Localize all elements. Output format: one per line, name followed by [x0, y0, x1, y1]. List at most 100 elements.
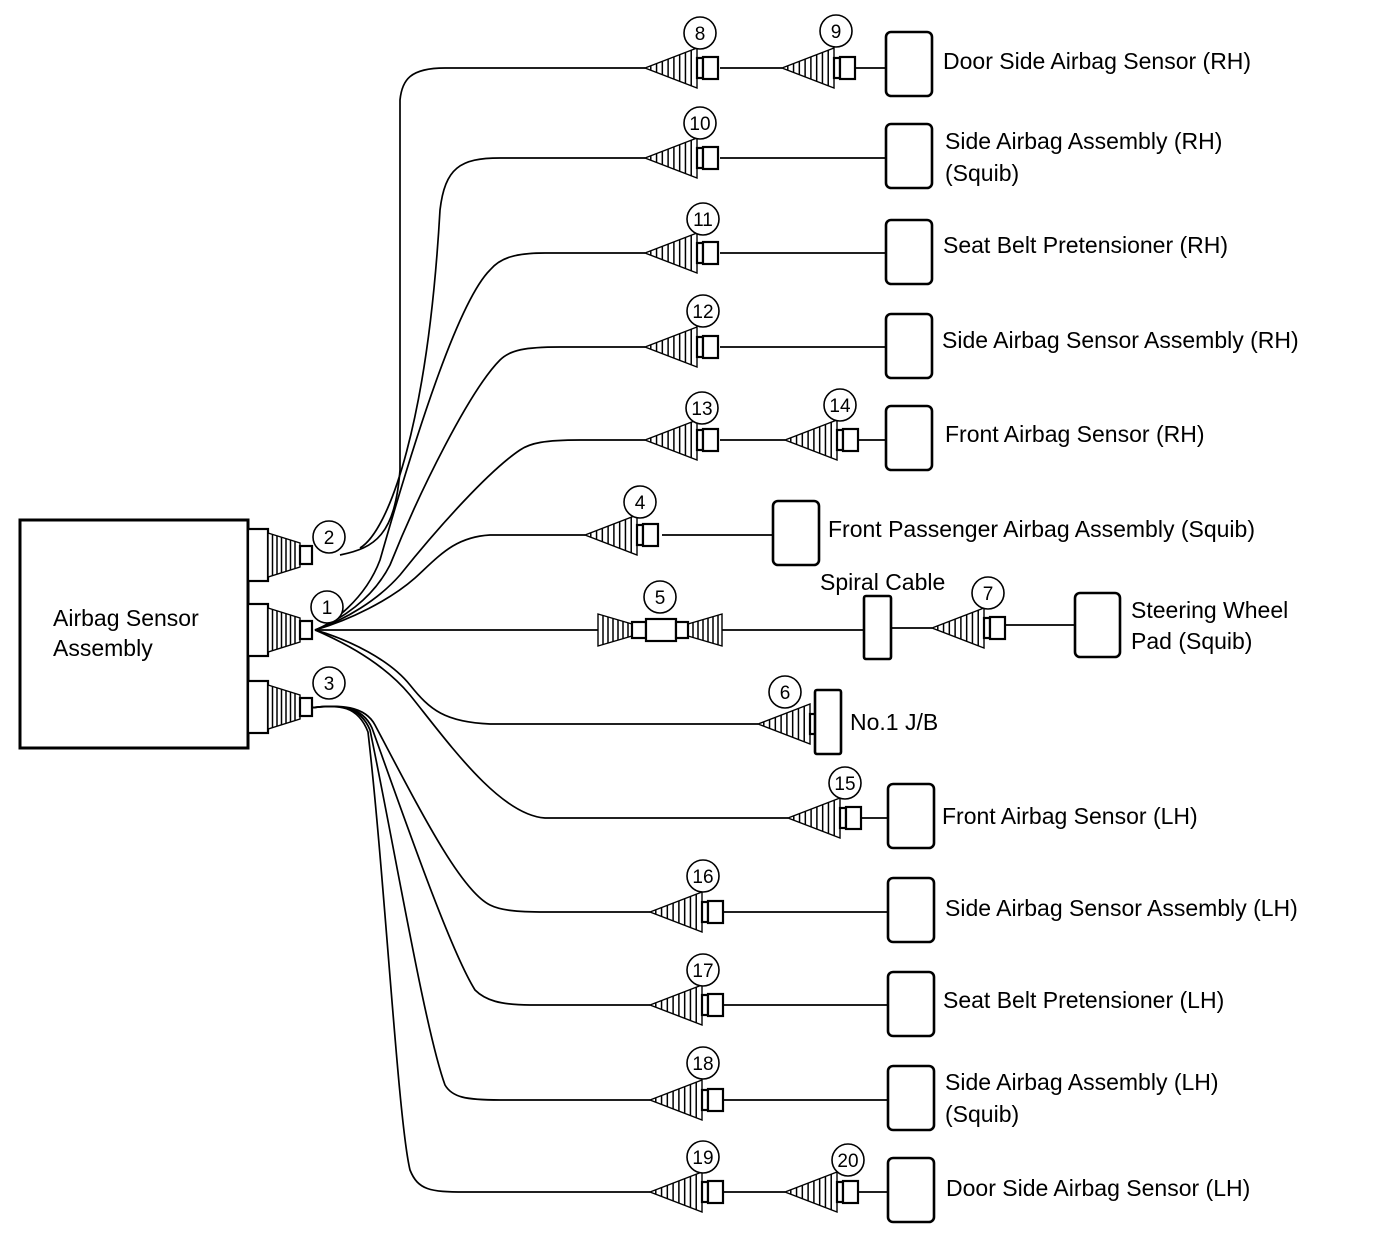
ecu-port-1	[246, 602, 314, 658]
label-passenger-airbag: Front Passenger Airbag Assembly (Squib)	[828, 516, 1255, 542]
callout-c8: 8	[683, 16, 717, 50]
label-front-sensor-rh: Front Airbag Sensor (RH)	[945, 421, 1204, 447]
connector-18	[648, 1078, 725, 1122]
component-boxes	[771, 30, 1122, 1224]
front-sensor-rh-box	[884, 404, 934, 472]
ecu-label-line2: Assembly	[53, 635, 153, 661]
label-side-airbag-rh-squib: (Squib)	[945, 160, 1019, 186]
label-door-side-sensor-lh: Door Side Airbag Sensor (LH)	[946, 1175, 1250, 1201]
callout-number: 18	[692, 1054, 713, 1075]
ecu-port-2	[246, 527, 314, 583]
connector-9	[780, 46, 857, 90]
callout-number: 17	[692, 961, 713, 982]
callout-c5: 5	[643, 580, 677, 614]
pretensioner-rh-box	[884, 218, 934, 286]
wire-to-connector-13	[314, 439, 645, 631]
door-side-sensor-lh-box	[886, 1156, 936, 1224]
callout-number: 8	[695, 24, 706, 45]
ecu-ports	[246, 527, 314, 735]
callout-number: 5	[655, 588, 666, 609]
side-airbag-rh-box	[884, 122, 934, 190]
callout-number: 12	[692, 302, 713, 323]
component-labels: Door Side Airbag Sensor (RH) Side Airbag…	[820, 48, 1299, 1201]
connector-12	[643, 325, 720, 369]
connector-17	[648, 983, 725, 1027]
airbag-sensor-assembly-box	[18, 518, 250, 750]
callout-c12: 12	[686, 294, 720, 328]
wire-to-connector-4	[314, 534, 585, 631]
callout-c13: 13	[685, 391, 719, 425]
door-side-sensor-rh-box	[884, 30, 934, 98]
callout-p3: 3	[312, 666, 346, 700]
callout-c4: 4	[623, 485, 657, 519]
callout-number: 19	[692, 1148, 713, 1169]
ecu-label-line1: Airbag Sensor	[53, 605, 199, 631]
callout-number: 1	[322, 598, 333, 619]
connector-19	[648, 1170, 725, 1214]
wire-to-connector-12	[314, 346, 645, 631]
label-side-airbag-lh-squib: (Squib)	[945, 1101, 1019, 1127]
connector-14	[783, 418, 860, 462]
label-door-side-sensor-rh: Door Side Airbag Sensor (RH)	[943, 48, 1251, 74]
callout-c17: 17	[686, 953, 720, 987]
callout-c15: 15	[828, 766, 862, 800]
callout-number: 9	[831, 22, 842, 43]
wire-to-connector-11	[314, 252, 645, 631]
callout-c7: 7	[971, 576, 1005, 610]
label-side-sensor-lh: Side Airbag Sensor Assembly (LH)	[945, 895, 1298, 921]
callout-number: 6	[780, 683, 791, 704]
wire-to-connector-19	[309, 705, 650, 1193]
wires	[309, 67, 1075, 1193]
label-pretensioner-rh: Seat Belt Pretensioner (RH)	[943, 232, 1228, 258]
callout-number: 20	[837, 1151, 858, 1172]
callout-c16: 16	[686, 859, 720, 893]
label-side-airbag-lh: Side Airbag Assembly (LH)	[945, 1069, 1219, 1095]
callout-number: 10	[689, 114, 710, 135]
wire-to-connector-8	[339, 67, 645, 556]
callout-number: 3	[324, 674, 335, 695]
passenger-airbag-box	[771, 499, 821, 567]
connector-16	[648, 890, 725, 934]
connector-15	[786, 796, 863, 840]
callout-number: 7	[983, 584, 994, 605]
label-front-sensor-lh: Front Airbag Sensor (LH)	[942, 803, 1198, 829]
callout-c9: 9	[819, 14, 853, 48]
callout-c20: 20	[831, 1143, 865, 1177]
callout-number: 2	[324, 528, 335, 549]
connector-8	[643, 46, 720, 90]
callout-number: 15	[834, 774, 855, 795]
callout-c10: 10	[683, 106, 717, 140]
callout-number: 13	[691, 399, 712, 420]
front-sensor-lh-box	[886, 782, 936, 850]
connector-4	[583, 513, 660, 557]
label-pretensioner-lh: Seat Belt Pretensioner (LH)	[943, 987, 1224, 1013]
connector-20	[783, 1170, 860, 1214]
callout-c18: 18	[686, 1046, 720, 1080]
label-spiral-cable: Spiral Cable	[820, 569, 945, 595]
connector-10	[643, 136, 720, 180]
callout-number: 16	[692, 867, 713, 888]
wire-to-connector-15	[314, 629, 788, 819]
wire-to-connector-10	[359, 157, 645, 549]
label-steering-wheel: Steering Wheel	[1131, 597, 1288, 623]
connector-13	[643, 418, 720, 462]
connectors	[583, 46, 1007, 1214]
side-sensor-rh-box	[884, 312, 934, 380]
callout-number: 4	[635, 493, 646, 514]
wire-to-connector-6	[314, 629, 758, 725]
callout-number: 14	[829, 396, 851, 417]
junction-block-box	[813, 688, 843, 756]
wire-to-connector-18	[309, 705, 650, 1101]
side-airbag-lh-box	[886, 1064, 936, 1132]
callout-c19: 19	[686, 1140, 720, 1174]
callout-number: 11	[693, 210, 713, 231]
ecu-port-3	[246, 679, 314, 735]
spiral-cable-box	[862, 594, 893, 661]
label-junction-block: No.1 J/B	[850, 709, 938, 735]
side-sensor-lh-box	[886, 876, 936, 944]
callout-p1: 1	[310, 590, 344, 624]
connector-5	[597, 613, 723, 647]
callout-c11: 11	[686, 202, 720, 236]
